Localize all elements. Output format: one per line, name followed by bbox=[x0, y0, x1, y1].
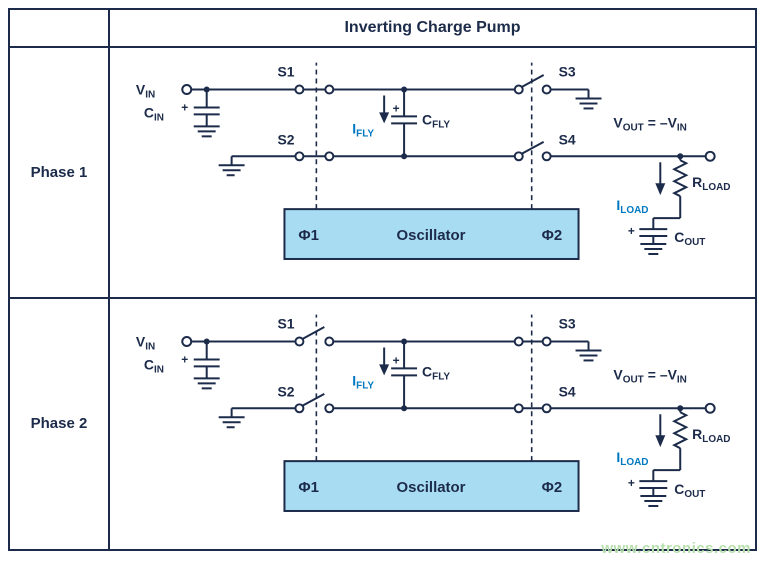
corner-cell bbox=[10, 10, 110, 48]
rload-label: RLOAD bbox=[692, 426, 730, 445]
s3-label: S3 bbox=[559, 315, 576, 331]
watermark: www.cntronics.com bbox=[601, 540, 751, 557]
cin-capacitor: + bbox=[181, 86, 220, 127]
s4-label: S4 bbox=[559, 383, 576, 399]
s1-label: S1 bbox=[277, 315, 294, 331]
cfly-capacitor: + bbox=[391, 86, 418, 160]
switch-s1 bbox=[294, 84, 335, 95]
switch-s3 bbox=[513, 74, 552, 95]
ground-symbol-s2 bbox=[218, 156, 245, 177]
ifly-arrow bbox=[379, 346, 390, 375]
plus-sign: + bbox=[628, 476, 635, 490]
cout-label: COUT bbox=[674, 481, 705, 500]
charge-pump-circuit: VIN + CIN S1 S2 bbox=[136, 62, 730, 260]
switch-s3 bbox=[513, 336, 552, 346]
plus-sign: + bbox=[628, 224, 635, 238]
charge-pump-table: Inverting Charge Pump Phase 1 VIN bbox=[8, 8, 757, 551]
phi2-label: Φ2 bbox=[542, 227, 563, 244]
cin-capacitor: + bbox=[181, 338, 220, 378]
s1-label: S1 bbox=[277, 64, 294, 80]
ground-symbol-cin bbox=[193, 125, 220, 138]
ground-symbol-s3 bbox=[575, 89, 602, 110]
phase2-circuit: VIN + CIN S1 S2 bbox=[110, 298, 755, 549]
plus-sign: + bbox=[181, 352, 188, 366]
charge-pump-circuit: VIN + CIN S1 S2 bbox=[136, 314, 730, 512]
cfly-capacitor: + bbox=[391, 338, 418, 411]
oscillator-label: Oscillator bbox=[397, 227, 466, 244]
s3-label: S3 bbox=[559, 64, 576, 80]
phase1-label: Phase 1 bbox=[30, 163, 88, 181]
ground-symbol-cout bbox=[640, 243, 667, 255]
phase1-circuit: VIN + CIN S1 S2 bbox=[110, 48, 755, 299]
phi2-label: Φ2 bbox=[542, 479, 563, 496]
oscillator-box: Φ1 Oscillator Φ2 bbox=[283, 208, 580, 260]
circuit-wires bbox=[191, 340, 706, 409]
plus-sign: + bbox=[393, 101, 400, 115]
vin-label: VIN bbox=[136, 81, 155, 100]
rload-resistor bbox=[672, 156, 689, 219]
plus-sign: + bbox=[181, 100, 188, 114]
s2-label: S2 bbox=[277, 383, 294, 399]
junction-dot bbox=[203, 338, 210, 344]
junction-dot bbox=[401, 404, 408, 411]
phi1-label: Φ1 bbox=[298, 479, 319, 496]
iload-arrow bbox=[655, 413, 666, 447]
ifly-label: IFLY bbox=[352, 372, 374, 391]
switch-s1 bbox=[294, 325, 335, 346]
vin-label: VIN bbox=[136, 333, 155, 352]
iload-arrow bbox=[655, 162, 666, 196]
vin-terminal bbox=[181, 335, 193, 347]
s4-label: S4 bbox=[559, 131, 576, 147]
iload-label: ILOAD bbox=[616, 449, 648, 468]
ground-symbol-s3 bbox=[575, 341, 602, 361]
phase1-label-cell: Phase 1 bbox=[10, 48, 110, 299]
switch-s4 bbox=[513, 140, 552, 162]
oscillator-label: Oscillator bbox=[397, 479, 466, 496]
vout-junction-dot bbox=[677, 404, 684, 411]
vout-terminal bbox=[704, 150, 716, 162]
switch-s2 bbox=[294, 151, 335, 162]
header-cell: Inverting Charge Pump bbox=[110, 10, 755, 48]
switch-s4 bbox=[513, 402, 552, 413]
vout-terminal bbox=[704, 402, 716, 414]
cin-label: CIN bbox=[144, 356, 164, 375]
ground-symbol-cin bbox=[193, 376, 220, 389]
cfly-label: CFLY bbox=[422, 111, 450, 130]
cin-label: CIN bbox=[144, 104, 164, 123]
oscillator-box: Φ1 Oscillator Φ2 bbox=[283, 459, 580, 512]
phase2-label: Phase 2 bbox=[30, 415, 88, 433]
switch-s2 bbox=[294, 392, 335, 413]
rload-label: RLOAD bbox=[692, 174, 730, 193]
rload-resistor bbox=[672, 407, 689, 470]
s2-label: S2 bbox=[277, 131, 294, 147]
cout-capacitor: + bbox=[628, 468, 681, 496]
junction-dot bbox=[401, 338, 408, 344]
ground-symbol-cout bbox=[640, 494, 667, 507]
page-title: Inverting Charge Pump bbox=[344, 19, 521, 36]
ground-symbol-s2 bbox=[218, 407, 245, 428]
junction-dot bbox=[401, 153, 408, 160]
cfly-label: CFLY bbox=[422, 363, 450, 382]
ifly-label: IFLY bbox=[352, 120, 374, 139]
iload-label: ILOAD bbox=[616, 197, 648, 216]
vout-label: VOUT=–VIN bbox=[613, 114, 686, 133]
plus-sign: + bbox=[393, 353, 400, 367]
vin-terminal bbox=[181, 84, 193, 95]
phase2-label-cell: Phase 2 bbox=[10, 298, 110, 549]
ifly-arrow bbox=[379, 95, 390, 124]
vout-label: VOUT=–VIN bbox=[613, 366, 686, 385]
cout-capacitor: + bbox=[628, 217, 681, 245]
phi1-label: Φ1 bbox=[298, 227, 319, 244]
cout-label: COUT bbox=[674, 229, 705, 248]
